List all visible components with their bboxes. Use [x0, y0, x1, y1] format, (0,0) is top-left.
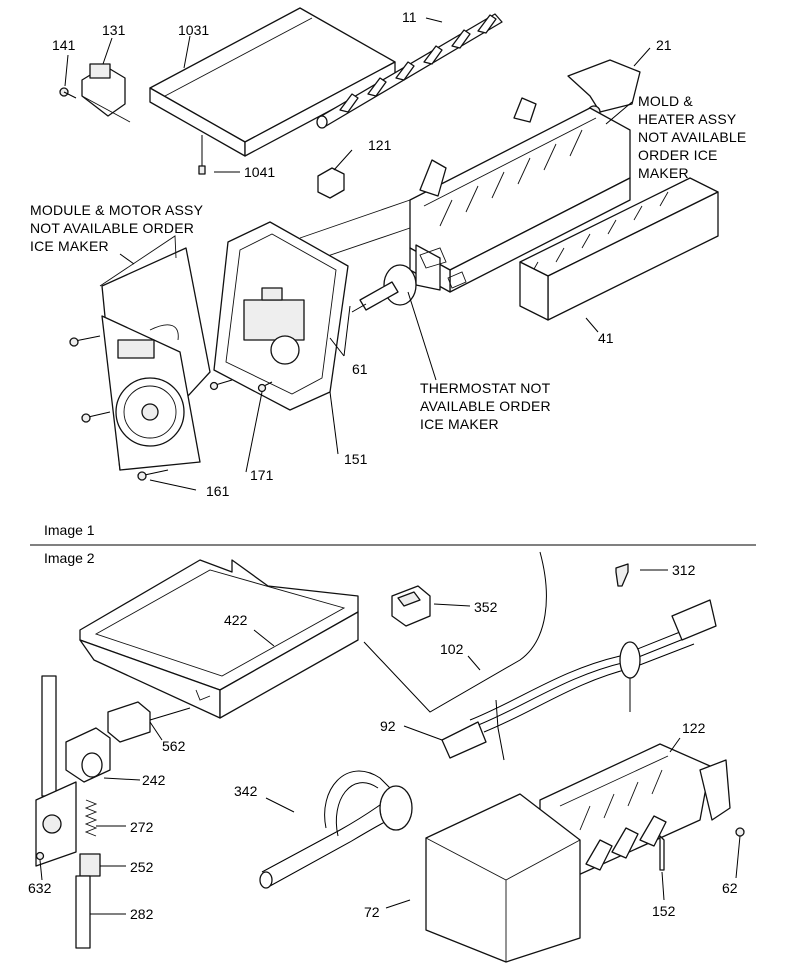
svg-text:NOT AVAILABLE: NOT AVAILABLE: [638, 129, 746, 145]
svg-text:MAKER: MAKER: [638, 165, 689, 181]
label-131: 131: [102, 22, 126, 38]
label-41: 41: [598, 330, 614, 346]
label-242: 242: [142, 772, 166, 788]
label-102: 102: [440, 641, 464, 657]
svg-text:MODULE & MOTOR ASSY: MODULE & MOTOR ASSY: [30, 202, 204, 218]
part-102-wire: [363, 551, 547, 713]
part-352-bracket: [391, 585, 431, 627]
part-1031-cover: [149, 7, 396, 157]
label-161: 161: [206, 483, 230, 499]
label-61: 61: [352, 361, 368, 377]
image1-caption: Image 1: [44, 522, 95, 538]
part-562-switch: [107, 701, 191, 743]
part-1041-screw: [198, 135, 206, 175]
label-62: 62: [722, 880, 738, 896]
leader-lines-image1: [64, 17, 651, 491]
part-422-ice-bin: [79, 559, 359, 719]
module-motor: [99, 235, 211, 471]
label-312: 312: [672, 562, 696, 578]
label-352: 352: [474, 599, 498, 615]
label-21: 21: [656, 37, 672, 53]
label-422: 422: [224, 612, 248, 628]
label-151: 151: [344, 451, 368, 467]
linkage-assembly: [35, 675, 111, 949]
part-41-shield: [519, 177, 719, 321]
svg-text:ICE MAKER: ICE MAKER: [30, 238, 109, 254]
label-92: 92: [380, 718, 396, 734]
label-252: 252: [130, 859, 154, 875]
label-272: 272: [130, 819, 154, 835]
mold-assembly: [409, 97, 631, 293]
label-72: 72: [364, 904, 380, 920]
label-282: 282: [130, 906, 154, 922]
part-122-icemaker: [539, 743, 745, 877]
image2-drawing: Image 2: [28, 550, 745, 963]
svg-text:ICE MAKER: ICE MAKER: [420, 416, 499, 432]
note-module-motor: MODULE & MOTOR ASSY NOT AVAILABLE ORDER …: [30, 202, 204, 254]
label-152: 152: [652, 903, 676, 919]
svg-text:THERMOSTAT NOT: THERMOSTAT NOT: [420, 380, 551, 396]
label-562: 562: [162, 738, 186, 754]
svg-text:NOT AVAILABLE ORDER: NOT AVAILABLE ORDER: [30, 220, 194, 236]
thermostat: [351, 247, 467, 313]
image2-caption: Image 2: [44, 550, 95, 566]
leader-lines-image2: [39, 569, 741, 915]
svg-text:ORDER ICE: ORDER ICE: [638, 147, 718, 163]
note-thermostat: THERMOSTAT NOT AVAILABLE ORDER ICE MAKER: [420, 380, 551, 432]
label-171: 171: [250, 467, 274, 483]
label-1031: 1031: [178, 22, 209, 38]
label-122: 122: [682, 720, 706, 736]
label-121: 121: [368, 137, 392, 153]
label-632: 632: [28, 880, 52, 896]
svg-text:MOLD &: MOLD &: [638, 93, 693, 109]
image1-drawing: 141 131 1031 11 21 121 1041 41 61 151 17…: [30, 7, 746, 538]
note-mold-heater: MOLD & HEATER ASSY NOT AVAILABLE ORDER I…: [638, 93, 746, 181]
part-342-fill-tube: [259, 770, 413, 889]
part-11-ejector: [316, 13, 503, 129]
part-21-stripper: [567, 59, 641, 119]
screws-161-171: [69, 335, 273, 481]
svg-text:HEATER ASSY: HEATER ASSY: [638, 111, 737, 127]
part-151-housing: [213, 221, 349, 411]
part-121-clip: [317, 167, 345, 199]
wire-harness: [441, 599, 717, 761]
svg-text:AVAILABLE ORDER: AVAILABLE ORDER: [420, 398, 551, 414]
label-1041: 1041: [244, 164, 275, 180]
part-72-cover: [425, 793, 581, 963]
label-11: 11: [402, 9, 417, 25]
part-312-screw: [615, 563, 629, 587]
part-131-bracket: [59, 63, 131, 123]
label-141: 141: [52, 37, 76, 53]
label-342: 342: [234, 783, 258, 799]
